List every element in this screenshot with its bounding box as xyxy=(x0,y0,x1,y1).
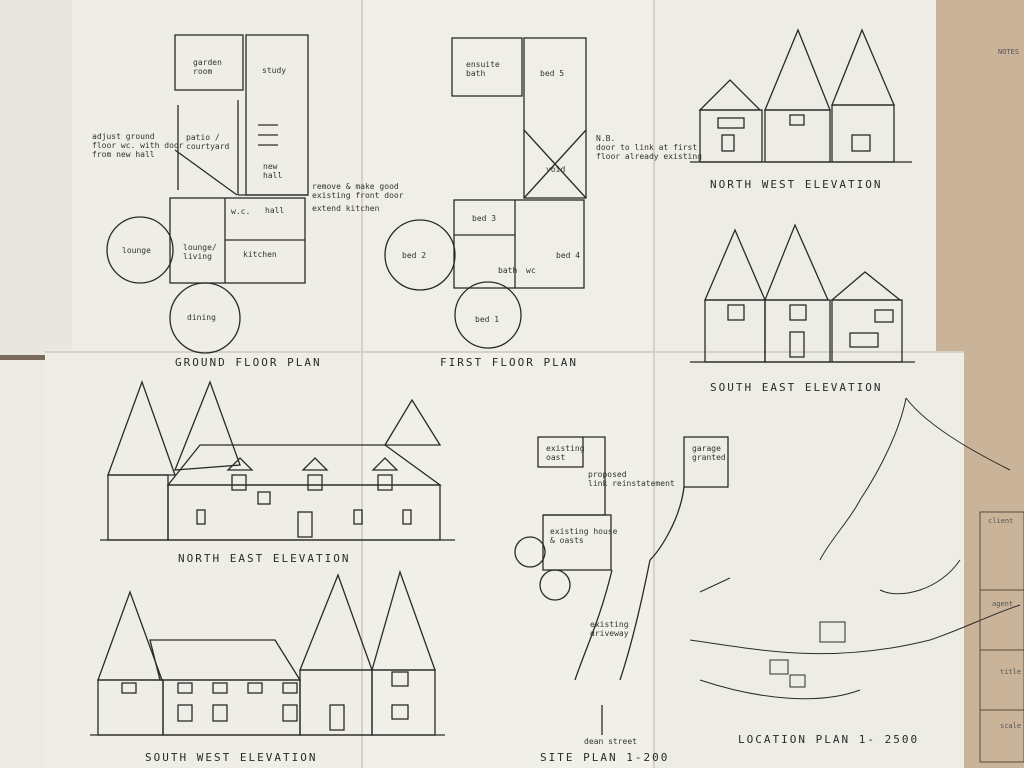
lounge-label: lounge xyxy=(122,246,151,255)
sheet-top-right xyxy=(654,0,936,355)
adjust-note: adjust ground floor wc. with door from n… xyxy=(92,132,184,159)
hall-label: hall xyxy=(265,206,285,215)
bath-label: bath xyxy=(498,266,518,275)
bed5-label: bed 5 xyxy=(540,69,565,78)
kitchen-label: kitchen xyxy=(243,250,277,259)
first-floor-plan-title: FIRST FLOOR PLAN xyxy=(440,356,578,369)
notes-heading: NOTES xyxy=(998,48,1020,56)
location-plan-title: LOCATION PLAN 1- 2500 xyxy=(738,733,920,746)
agent-label: agent xyxy=(992,600,1014,608)
north-west-elevation xyxy=(690,28,912,163)
side-sheet-table xyxy=(979,511,1024,763)
north-west-elevation-title: NORTH WEST ELEVATION xyxy=(710,178,883,191)
extend-note: extend kitchen xyxy=(312,204,380,213)
existing-oast-label: existing oast xyxy=(546,444,585,462)
north-east-elevation xyxy=(100,380,455,541)
first-floor-plan xyxy=(384,37,587,349)
bed2-label: bed 2 xyxy=(402,251,427,260)
bed1-label: bed 1 xyxy=(475,315,500,324)
left-paper-strip-lower xyxy=(0,360,48,768)
ground-floor-plan-title: GROUND FLOOR PLAN xyxy=(175,356,322,369)
south-west-elevation xyxy=(90,569,445,736)
ensuite-label: ensuite bath xyxy=(466,60,500,78)
sheet-bottom-middle xyxy=(360,352,655,768)
location-plan xyxy=(689,397,1021,700)
site-plan-title: SITE PLAN 1-200 xyxy=(540,751,670,764)
study-label: study xyxy=(262,66,287,75)
patio-label: patio / courtyard xyxy=(186,133,230,151)
left-paper-strip xyxy=(0,0,72,355)
garage-label: garage granted xyxy=(692,444,726,462)
proposed-link-label: proposed link reinstatement xyxy=(588,470,675,488)
existing-house-label: existing house & oasts xyxy=(550,527,618,545)
wc-label-ff: wc xyxy=(526,266,536,275)
south-east-elevation xyxy=(690,223,915,363)
new-hall-label: new hall xyxy=(263,162,283,180)
client-label: client xyxy=(988,517,1014,525)
wc-label: w.c. xyxy=(231,207,251,216)
dean-street-label: dean street xyxy=(584,737,637,746)
south-west-elevation-title: SOUTH WEST ELEVATION xyxy=(145,751,318,764)
north-east-elevation-title: NORTH EAST ELEVATION xyxy=(178,552,351,565)
sheet-bottom-right xyxy=(652,352,964,768)
lounge-living-label: lounge/ living xyxy=(183,243,217,261)
title-label: title xyxy=(1000,668,1022,676)
void-label: void xyxy=(546,165,566,174)
garden-room-label: garden room xyxy=(193,58,222,76)
south-east-elevation-title: SOUTH EAST ELEVATION xyxy=(710,381,883,394)
sheet-top-middle xyxy=(362,0,654,355)
scale-label: scale xyxy=(1000,722,1022,730)
nb-note: N.B. door to link at first floor already… xyxy=(596,134,702,161)
dining-label: dining xyxy=(187,313,216,322)
remove-note: remove & make good existing front door xyxy=(312,182,404,200)
bed3-label: bed 3 xyxy=(472,214,497,223)
sheet-top-left xyxy=(72,0,362,350)
ground-floor-plan xyxy=(106,34,309,354)
site-plan xyxy=(514,436,729,735)
existing-driveway-label: existing driveway xyxy=(590,620,629,638)
bed4-label: bed 4 xyxy=(556,251,581,260)
